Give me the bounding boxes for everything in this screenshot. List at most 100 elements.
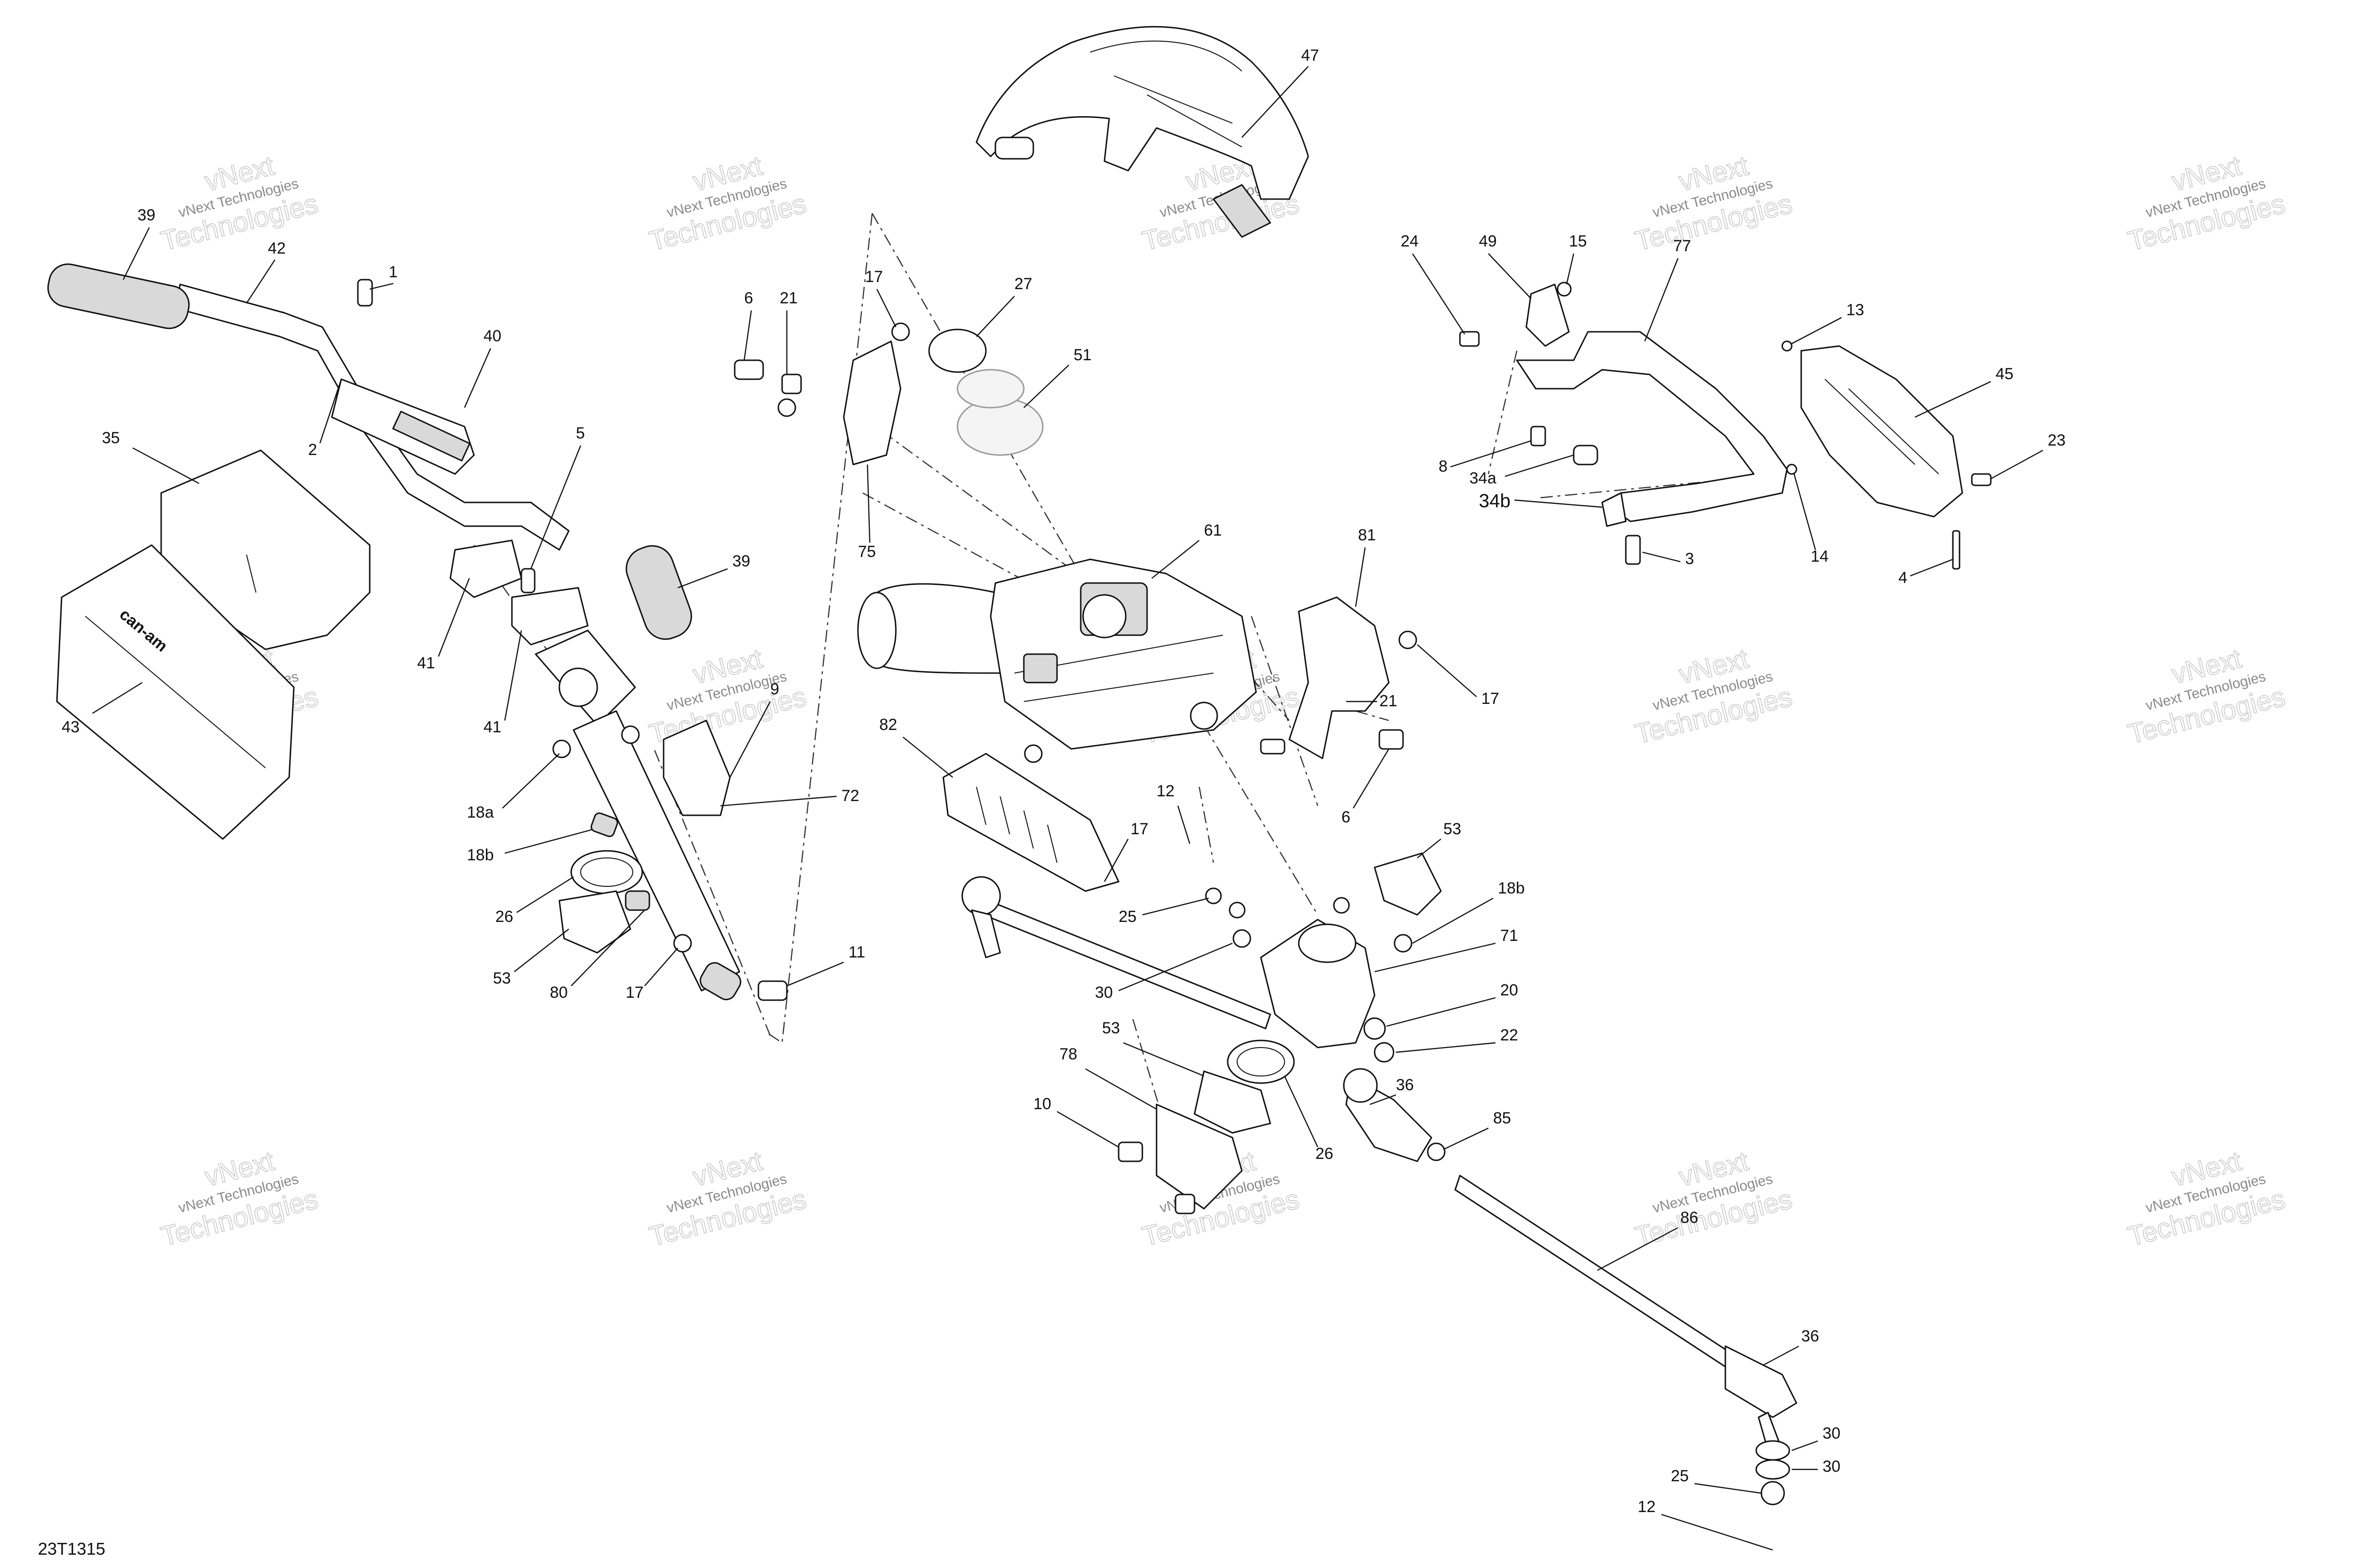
callout-85: 85 — [1493, 1109, 1511, 1127]
callout-26: 26 — [1315, 1145, 1333, 1163]
watermark: vNext Technologies vNext Technologies — [2124, 1145, 2288, 1253]
callout-86: 86 — [1680, 1209, 1698, 1227]
assembly-line — [1251, 677, 1290, 721]
steering-column-80 — [535, 629, 741, 1001]
boot-51 — [957, 369, 1044, 456]
bolt-8 — [1530, 426, 1546, 447]
callout-2: 2 — [308, 441, 317, 459]
callout-10: 10 — [1033, 1095, 1051, 1113]
screw-4 — [1952, 530, 1960, 570]
callout-25: 25 — [1119, 908, 1137, 926]
washer-17 — [673, 934, 692, 953]
callout-72: 72 — [841, 787, 859, 805]
tie-rod-end-36 — [1343, 1068, 1432, 1162]
callout-78: 78 — [1059, 1045, 1077, 1063]
callout-75: 75 — [858, 543, 876, 561]
seal-53-right — [1374, 852, 1442, 916]
callout-49: 49 — [1479, 232, 1497, 250]
callout-53: 53 — [1102, 1019, 1120, 1037]
assembly-line — [767, 213, 873, 1044]
tie-rod-upper — [961, 876, 1271, 1030]
callout-26: 26 — [495, 908, 513, 926]
seal-set-lower — [1156, 1039, 1295, 1210]
callout-36: 36 — [1801, 1327, 1819, 1345]
callout-17: 17 — [626, 984, 644, 1002]
hand-guard-45 — [1800, 345, 1963, 518]
watermark: vNext Technologies vNext Technologies — [1632, 1145, 1796, 1253]
callout-23: 23 — [2048, 431, 2066, 449]
callout-20: 20 — [1500, 981, 1518, 999]
callout-47: 47 — [1301, 46, 1319, 64]
callout-14: 14 — [1811, 547, 1829, 565]
nut — [1229, 902, 1246, 919]
cover-43-can-am: can-am — [56, 544, 295, 840]
bolt-21 — [781, 374, 802, 394]
hand-guard-47 — [975, 26, 1309, 238]
callout-8: 8 — [1439, 457, 1448, 475]
callouts: 47 39 42 1 40 2 35 43 5 39 41 41 9 18a 7… — [62, 46, 2066, 1551]
callout-34b: 34b — [1479, 491, 1511, 511]
callout-11: 11 — [848, 943, 865, 961]
callout-18b: 18b — [1498, 879, 1525, 897]
callout-18b: 18b — [467, 846, 494, 864]
bolt — [1175, 1194, 1195, 1214]
bolt-6 — [1378, 729, 1404, 750]
assembly-line — [1203, 725, 1319, 915]
watermark: vNext Technologies vNext Technologies — [1632, 643, 1796, 750]
callout-41: 41 — [417, 654, 435, 672]
callout-30: 30 — [1095, 984, 1113, 1002]
steering-arm-71 — [1260, 919, 1376, 1048]
callout-30: 30 — [1823, 1424, 1841, 1442]
clamp-27 — [928, 328, 987, 373]
callout-41: 41 — [483, 718, 501, 736]
callout-34a: 34a — [1469, 469, 1496, 487]
callout-18a: 18a — [467, 803, 494, 821]
callout-6: 6 — [744, 289, 753, 307]
callout-30: 30 — [1823, 1458, 1841, 1476]
assembly-line — [1487, 350, 1518, 474]
callout-22: 22 — [1500, 1026, 1518, 1044]
callout-40: 40 — [483, 327, 501, 345]
handlebar-42 — [47, 263, 693, 640]
callout-12: 12 — [1157, 782, 1175, 800]
nut-25 — [1760, 1481, 1785, 1505]
bracket-81 — [1288, 596, 1390, 759]
nut — [1333, 897, 1350, 914]
watermark: vNext Technologies vNext Technologies — [1632, 150, 1796, 257]
spacer-34a — [1573, 445, 1598, 465]
callout-53: 53 — [1443, 820, 1461, 838]
callout-81: 81 — [1358, 526, 1376, 544]
callout-51: 51 — [1074, 346, 1092, 364]
watermark: vNext Technologies vNext Technologies — [646, 1145, 810, 1253]
bolt-10 — [1118, 1141, 1143, 1162]
nut-17 — [1024, 744, 1043, 763]
watermark: vNext Technologies vNext Technologies — [2124, 150, 2288, 257]
mount-72 — [663, 720, 731, 816]
callout-17: 17 — [865, 268, 883, 286]
washer-30 — [1755, 1459, 1790, 1480]
bolt-1 — [357, 279, 373, 307]
bolt-6 — [734, 359, 764, 380]
nut-22 — [1374, 1042, 1395, 1063]
grip-left — [47, 263, 190, 329]
washer-85 — [1427, 1142, 1446, 1161]
callout-77: 77 — [1673, 237, 1691, 255]
washer-30 — [1755, 1440, 1790, 1461]
callout-42: 42 — [268, 239, 286, 257]
assembly-line — [1355, 710, 1389, 721]
callout-1: 1 — [389, 263, 398, 281]
diagram-id: 23T1315 — [38, 1539, 105, 1559]
watermark: vNext Technologies vNext Technologies — [157, 1145, 321, 1253]
callout-3: 3 — [1685, 550, 1694, 568]
callout-6: 6 — [1341, 808, 1350, 826]
screw-23 — [1971, 473, 1992, 486]
nut — [777, 398, 796, 417]
callout-71: 71 — [1500, 927, 1518, 945]
callout-21: 21 — [780, 289, 798, 307]
nut-14 — [1786, 464, 1797, 475]
assembly-line — [1198, 786, 1214, 863]
nut-13 — [1781, 340, 1793, 352]
bolt-11 — [757, 980, 788, 1001]
assembly-line — [1250, 616, 1319, 806]
